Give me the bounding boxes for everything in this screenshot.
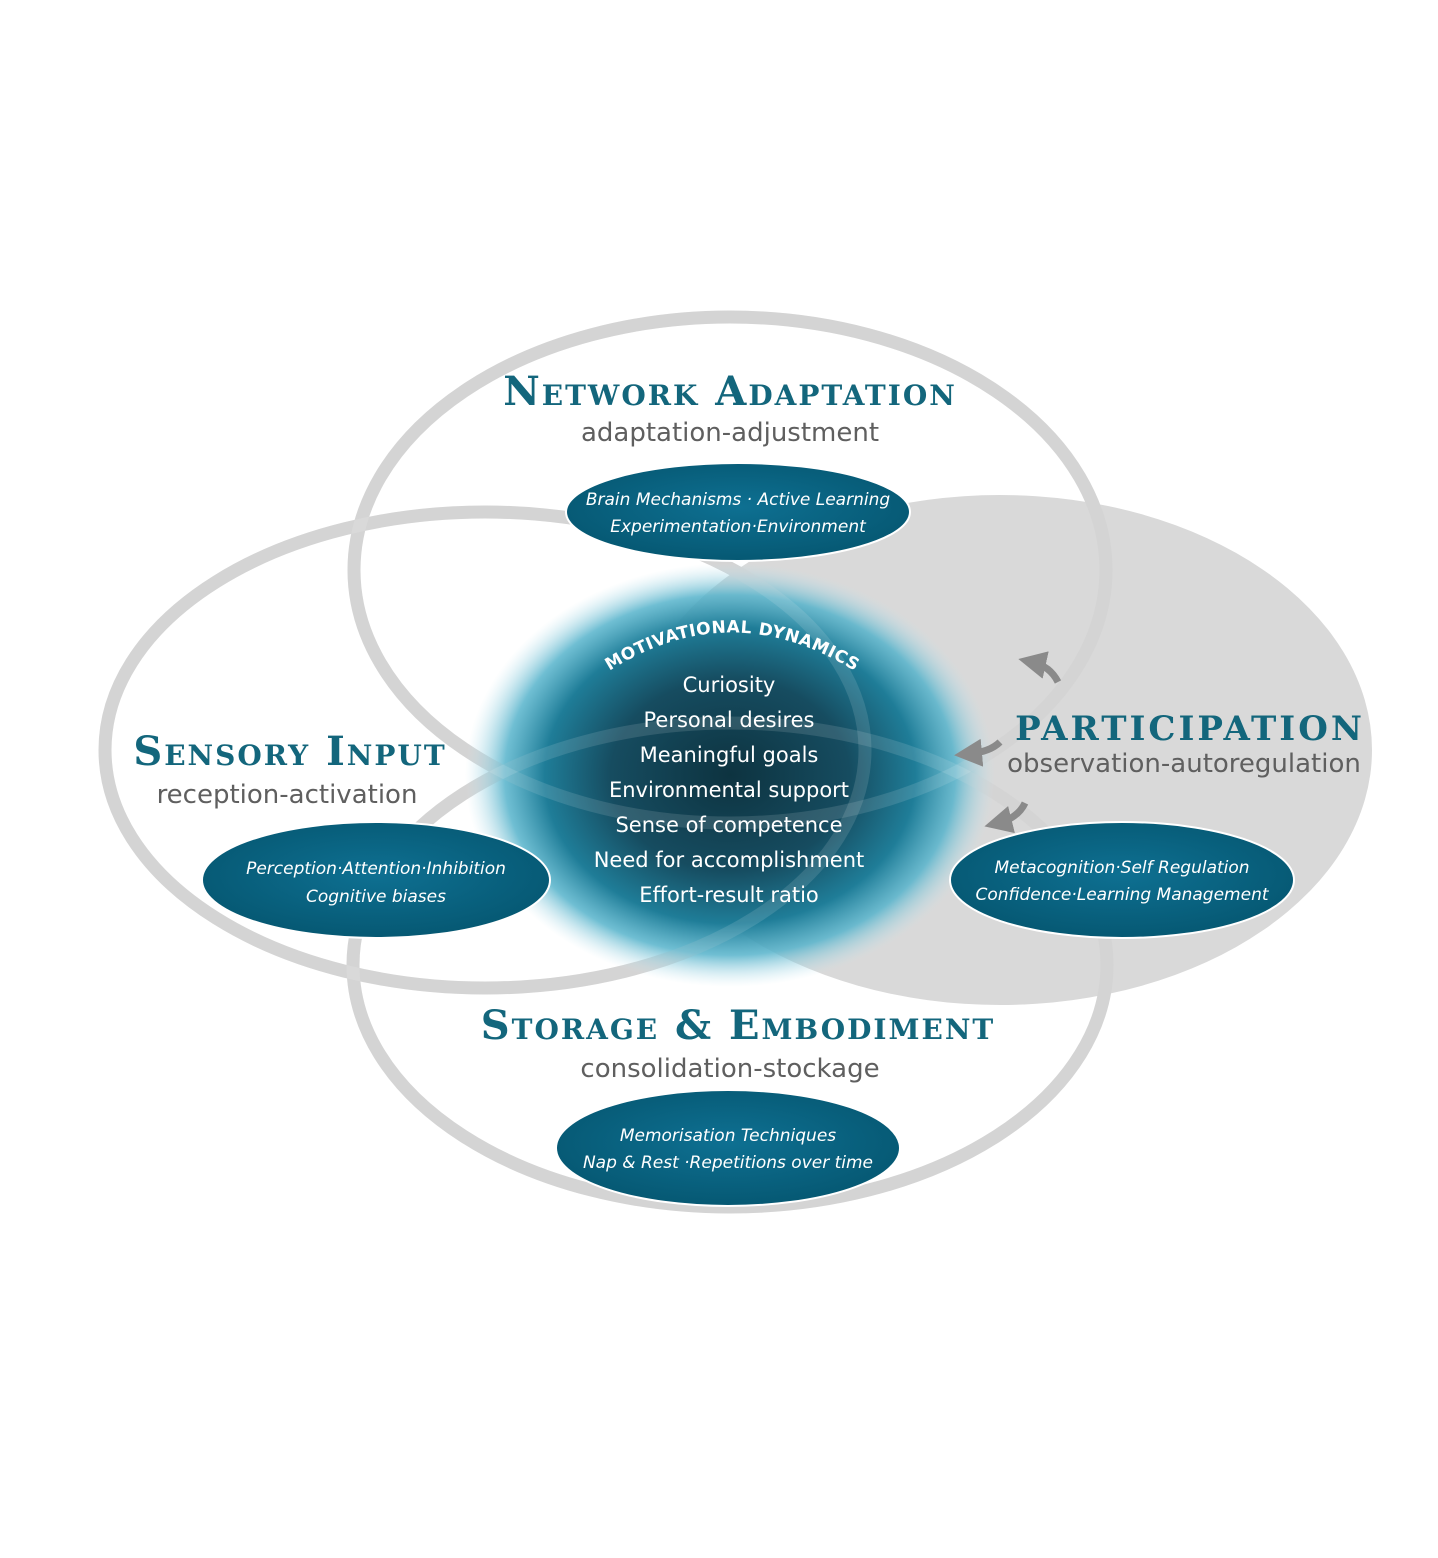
network-adaptation-subtitle: adaptation-adjustment <box>581 418 879 448</box>
network-adaptation-pill <box>565 462 911 562</box>
motivation-item: Personal desires <box>643 708 814 732</box>
motivation-item: Curiosity <box>683 673 776 697</box>
motivational-dynamics-core <box>465 563 995 987</box>
sensory-input-title: Sensory Input <box>133 728 446 775</box>
motivation-item: Sense of competence <box>615 813 842 837</box>
motivation-item: Need for accomplishment <box>594 848 865 872</box>
sensory-input-subtitle: reception-activation <box>157 780 418 810</box>
participation-subtitle: observation-autoregulation <box>1007 749 1361 779</box>
storage-embodiment-title: Storage & Embodiment <box>481 1002 996 1049</box>
curved-arrow-icon <box>984 801 1029 834</box>
curved-arrow-icon <box>954 738 1003 767</box>
motivation-item: Meaningful goals <box>640 743 819 767</box>
network-pill-line: Brain Mechanisms · Active Learning <box>586 490 891 510</box>
storage-pill-line: Nap & Rest ·Repetitions over time <box>583 1153 873 1173</box>
motivation-item: Environmental support <box>609 778 849 802</box>
motivation-list: Curiosity Personal desires Meaningful go… <box>594 673 865 907</box>
motivation-item: Effort-result ratio <box>639 883 819 907</box>
participation-pill-line: Confidence·Learning Management <box>975 885 1269 905</box>
participation-pill-line: Metacognition·Self Regulation <box>994 858 1249 878</box>
network-adaptation-title: Network Adaptation <box>503 368 957 415</box>
curved-arrow-icon <box>1018 651 1062 684</box>
sensory-input-pill <box>201 821 551 939</box>
sensory-pill-line: Cognitive biases <box>306 887 446 907</box>
storage-embodiment-pill <box>555 1089 901 1207</box>
ring-overlay <box>98 505 872 995</box>
ring-overlay <box>346 716 1114 1214</box>
network-pill-line: Experimentation·Environment <box>610 517 867 537</box>
participation-title: PARTICIPATION <box>1015 709 1365 749</box>
sensory-pill-line: Perception·Attention·Inhibition <box>246 859 506 879</box>
storage-pill-line: Memorisation Techniques <box>620 1126 836 1146</box>
participation-pill <box>949 821 1295 939</box>
storage-embodiment-subtitle: consolidation-stockage <box>580 1054 879 1084</box>
ring-overlay <box>347 310 1113 830</box>
